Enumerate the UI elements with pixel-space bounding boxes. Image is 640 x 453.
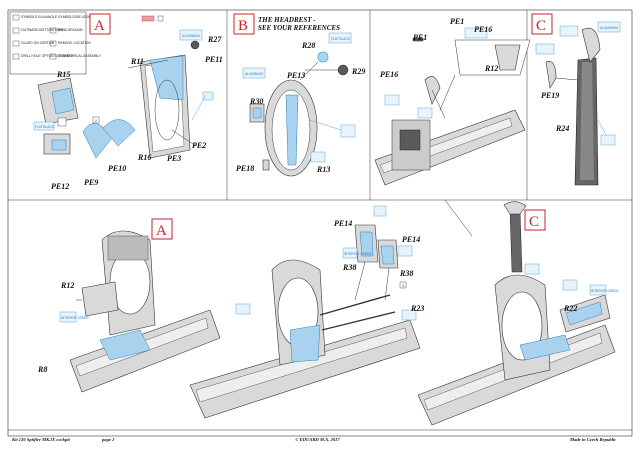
label-pe13: PE13 <box>287 71 305 80</box>
label-r38a: R38 <box>342 263 356 272</box>
symbol-legend: SYMBOLS IN A/ANGLE SYMBOLOGIE LEGEND OUT… <box>9 11 102 75</box>
panel-floor-top-parts <box>374 27 531 186</box>
label-r27: R27 <box>207 35 222 44</box>
sheet-frame <box>7 9 633 437</box>
label-pe18: PE18 <box>236 164 254 173</box>
label-pe9: PE9 <box>84 178 98 187</box>
photoetch-marker <box>141 15 155 22</box>
legend-item-3: GLUED ON CERTAIN <box>21 41 55 45</box>
svg-text:C: C <box>529 214 539 230</box>
section-a-top: A <box>89 13 111 35</box>
label-r15: R15 <box>56 70 70 79</box>
label-pe12: PE12 <box>51 182 69 191</box>
label-r16: R16 <box>137 153 151 162</box>
footer-kit: Kit 136 Spitfire MK.IX cockpit <box>11 437 71 442</box>
svg-text:B: B <box>238 18 248 34</box>
label-pe14a: PE14 <box>334 219 352 228</box>
label-r11: R11 <box>130 57 144 66</box>
footer-copyright: © EDUARD M.A. 2017 <box>295 437 340 442</box>
label-r22: R22 <box>563 304 577 313</box>
callout-black-2: FLAT BLACK <box>331 37 351 41</box>
label-pe1: PE1 <box>413 33 427 42</box>
assembly-bottom-middle: INTERIOR GREEN 3 <box>189 205 421 419</box>
section-c-top: C <box>531 13 553 35</box>
legend-item-6: SYMMETRICAL ASSEMBLY <box>58 54 102 58</box>
label-r23: R23 <box>410 304 424 313</box>
svg-text:C: C <box>536 18 546 34</box>
label-pe14b: PE14 <box>402 235 420 244</box>
label-r24: R24 <box>555 124 569 133</box>
callout-black-1: FLAT BLACK <box>35 125 55 129</box>
box-2: 2 <box>95 119 97 123</box>
footer-page: page 2 <box>101 437 115 442</box>
assembly-bottom-a: INTERIOR GREEN <box>59 230 221 393</box>
panel-b-parts: FLAT BLACK ALUMINIUM <box>242 32 356 177</box>
section-a-bottom: A <box>151 218 173 240</box>
label-pe1-top: PE1 <box>450 17 464 26</box>
label-r13: R13 <box>316 165 330 174</box>
label-r12b: R12 <box>60 281 74 290</box>
marker-box <box>157 15 164 22</box>
legend-item-5: DRILL HOLE OPTION LOCATION <box>21 54 73 58</box>
legend-item-0: SYMBOLS IN A/ANGLE SYMBOLOGIE LEGEND <box>21 15 96 19</box>
svg-text:A: A <box>94 18 105 34</box>
panel-c-top-parts: ALUMINIUM <box>535 21 621 186</box>
callout-green-2: INTERIOR GREEN <box>344 252 372 256</box>
callout-green-1: INTERIOR GREEN <box>61 316 89 320</box>
label-pe2: PE2 <box>192 141 206 150</box>
label-r29: R29 <box>351 67 365 76</box>
section-b-top: B <box>233 13 255 35</box>
legend-item-4: REMOVE LOCATION <box>58 41 91 45</box>
callout-green-3: INTERIOR GREEN <box>591 289 619 293</box>
label-pe3: PE3 <box>167 154 181 163</box>
headrest-title-1: THE HEADREST - <box>258 16 316 24</box>
box-3: 3 <box>402 284 404 288</box>
callout-alu-2: ALUMINIUM <box>245 72 263 76</box>
legend-item-2: BEND AROUND <box>58 28 83 32</box>
panel-a-top-parts: 2 ALUMINIUM <box>37 29 214 159</box>
label-r38b: R38 <box>399 269 413 278</box>
callout-alu-1: ALUMINIUM <box>182 34 200 38</box>
label-pe16a: PE16 <box>474 25 492 34</box>
label-r30: R30 <box>249 97 263 106</box>
label-pe10: PE10 <box>108 164 126 173</box>
headrest-title-2: SEE YOUR REFERENCES <box>258 24 340 32</box>
c-pointer-line <box>444 199 473 237</box>
svg-text:A: A <box>156 223 167 239</box>
label-r12a: R12 <box>484 64 498 73</box>
callout-alu-3: ALUMINIUM <box>600 26 618 30</box>
legend-item-1: OUTWARD BOTTOM VIEW <box>21 28 64 32</box>
assembly-bottom-c: INTERIOR GREEN <box>417 201 619 426</box>
label-r28: R28 <box>301 41 315 50</box>
label-pe16b: PE16 <box>380 70 398 79</box>
label-pe11: PE11 <box>205 55 223 64</box>
label-r8: R8 <box>37 365 47 374</box>
section-c-bottom: C <box>524 209 546 231</box>
footer-made: Made in Czech Republic <box>569 437 616 442</box>
label-pe19: PE19 <box>541 91 559 100</box>
